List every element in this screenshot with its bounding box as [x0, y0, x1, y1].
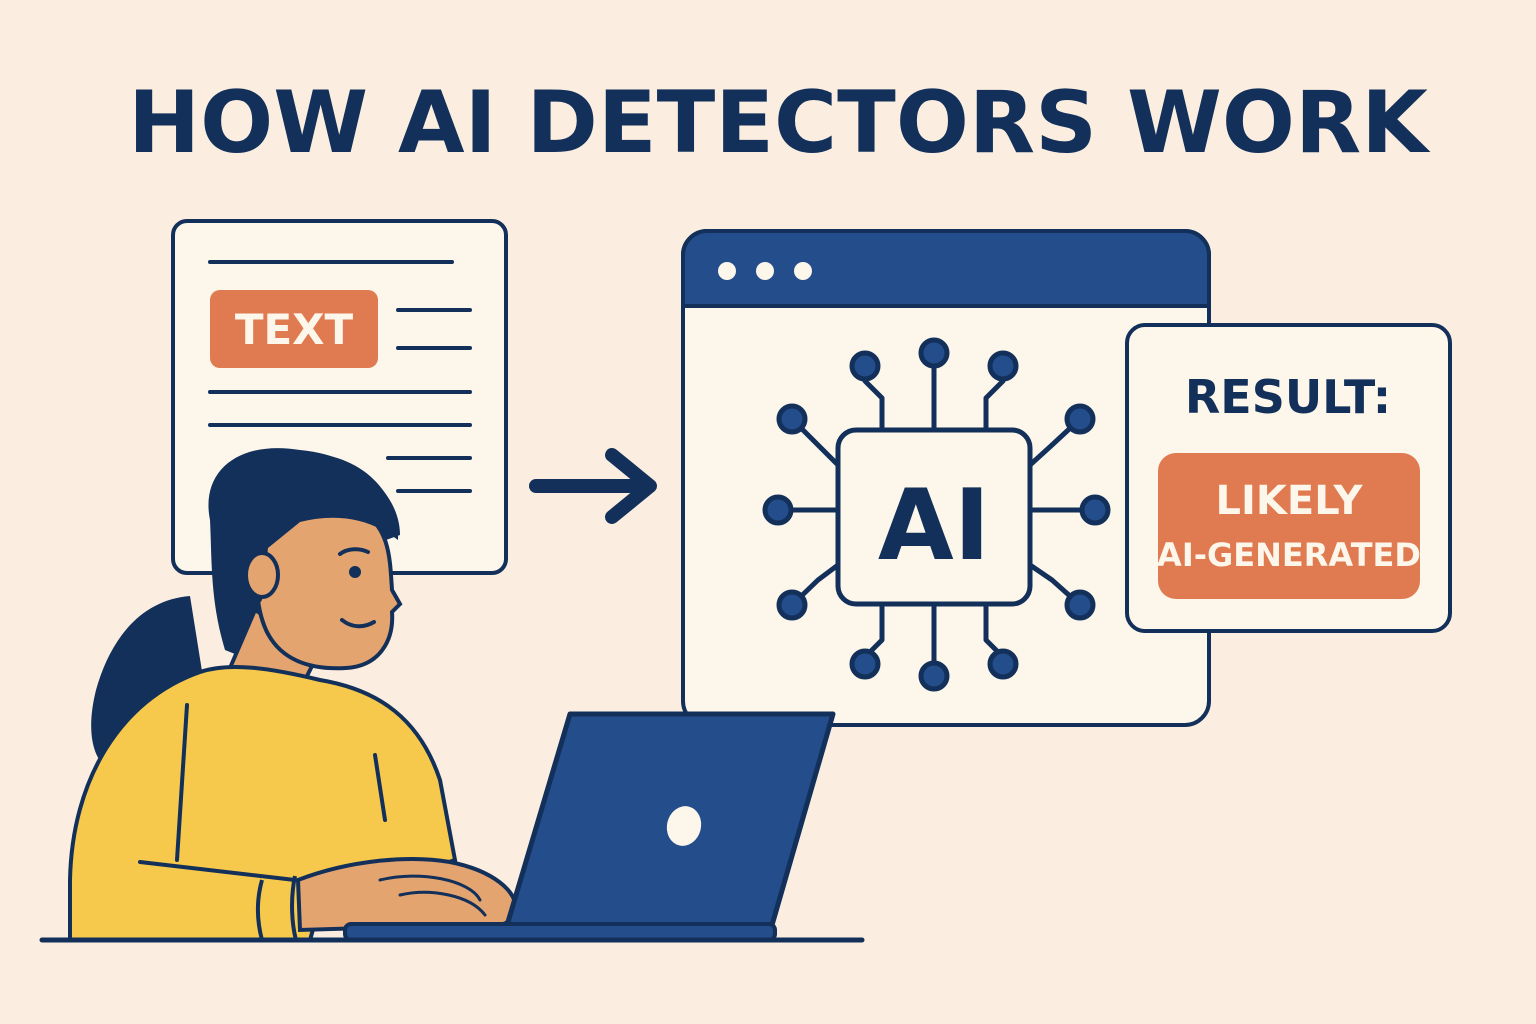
- result-verdict-line1: LIKELY: [1216, 478, 1364, 524]
- result-badge: [1158, 453, 1420, 599]
- text-tag: [210, 290, 378, 368]
- detector-window: AI: [681, 229, 1211, 727]
- text-tag-label: TEXT: [235, 305, 354, 354]
- ai-chip: [835, 427, 1033, 607]
- person-illustration: [68, 448, 519, 942]
- result-panel: RESULT: LIKELY AI-GENERATED: [1125, 323, 1452, 633]
- result-heading: RESULT:: [1185, 370, 1391, 424]
- result-verdict-line2: AI-GENERATED: [1157, 536, 1421, 574]
- window-dots-icon: [718, 262, 812, 280]
- ai-chip-label: AI: [878, 469, 990, 583]
- laptop-icon: [343, 711, 836, 942]
- page-title: HOW AI DETECTORS WORK: [128, 73, 1431, 173]
- arrow-right-icon: [529, 448, 657, 524]
- circuit-nodes: [762, 337, 1111, 692]
